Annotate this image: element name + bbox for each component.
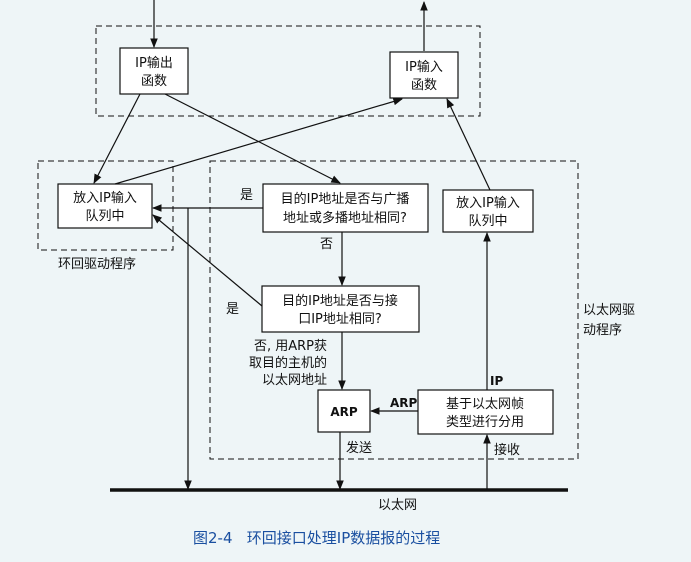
- loop-driver-region: [37, 160, 174, 251]
- arrow-output-to-broadcast: [164, 93, 341, 184]
- iface-check-label-line2: 口IP地址相同?: [298, 312, 382, 327]
- eth-queue-box: [442, 189, 534, 233]
- arp-box-label: ARP: [330, 405, 358, 419]
- edge-label-no-arp-line1: 否, 用ARP获: [254, 339, 327, 354]
- ip-output-label-line2: 函数: [141, 74, 167, 89]
- arp-box: [317, 389, 371, 433]
- edge-label-no-arp-line2: 取目的主机的: [249, 355, 327, 371]
- eth-queue-label-line1: 放入IP输入: [456, 195, 520, 211]
- arrow-eth-queue-to-ip-input: [446, 98, 491, 191]
- ethernet-bus-label: 以太网: [378, 498, 417, 513]
- figure-caption: 图2-4 环回接口处理IP数据报的过程: [193, 529, 440, 547]
- eth-driver-label-line2: 动程序: [583, 323, 622, 338]
- arrow-output-to-loop-queue: [93, 93, 141, 184]
- demux-label-line1: 基于以太网帧: [446, 397, 524, 412]
- edge-label-yes-broadcast: 是: [240, 188, 253, 203]
- ip-input-label-line1: IP输入: [405, 59, 443, 75]
- loop-queue-label-line1: 放入IP输入: [73, 190, 137, 206]
- demux-box: [417, 389, 554, 435]
- broadcast-check-label-line1: 目的IP地址是否与广播: [281, 191, 410, 207]
- eth-driver-label-line1: 以太网驱: [583, 303, 635, 318]
- arrow-loop-queue-to-ip-input: [114, 97, 403, 185]
- loop-queue-box: [57, 183, 153, 229]
- broadcast-check-label-line2: 地址或多播地址相同?: [283, 210, 407, 226]
- edge-label-no-broadcast: 否: [320, 237, 333, 252]
- ip-output-label-line1: IP输出: [135, 55, 173, 71]
- iface-check-label-line1: 目的IP地址是否与接: [282, 293, 398, 309]
- iface-check-box: [261, 285, 420, 333]
- loop-driver-label: 环回驱动程序: [58, 257, 136, 272]
- eth-queue-label-line2: 队列中: [468, 214, 507, 229]
- ip-layer-region: [95, 25, 481, 117]
- ip-input-box: [389, 51, 459, 99]
- eth-driver-region: [209, 160, 579, 460]
- ip-input-label-line2: 函数: [411, 78, 437, 93]
- edge-label-yes-iface: 是: [226, 302, 239, 317]
- edge-label-arp: ARP: [390, 396, 418, 410]
- edge-label-send: 发送: [346, 440, 372, 456]
- demux-label-line2: 类型进行分用: [446, 415, 524, 430]
- edge-label-ip: IP: [490, 374, 503, 388]
- edge-label-no-arp-line3: 以太网地址: [262, 373, 327, 388]
- edge-label-receive: 接收: [494, 442, 520, 458]
- broadcast-check-box: [262, 183, 429, 233]
- loop-queue-label-line2: 队列中: [85, 209, 124, 224]
- arrow-iface-yes: [152, 214, 263, 307]
- ip-output-box: [119, 47, 189, 95]
